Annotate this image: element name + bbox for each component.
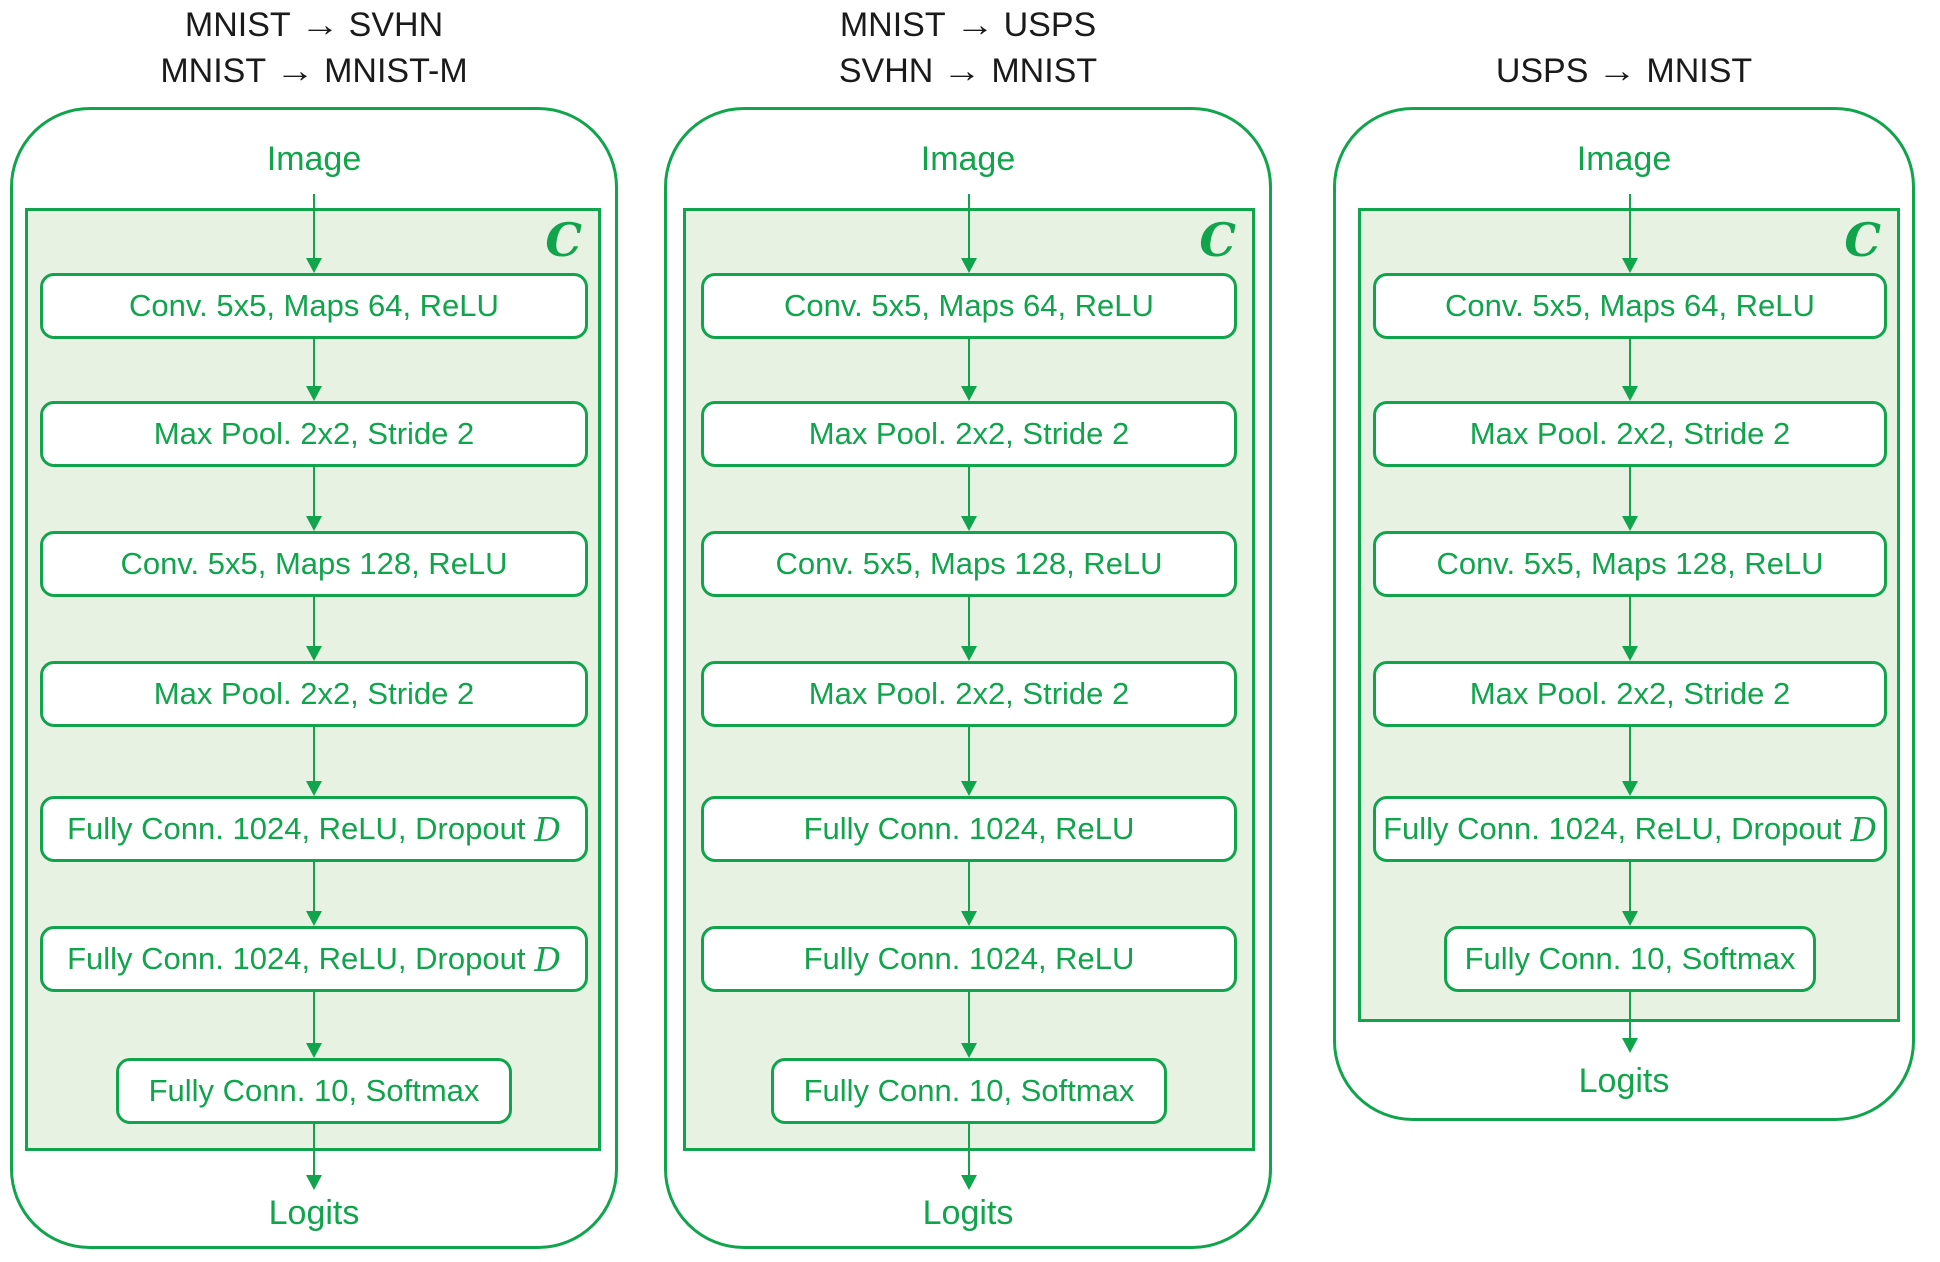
target-dataset-label: MNIST <box>991 52 1098 90</box>
right-arrow-icon: → <box>1597 52 1637 90</box>
flow-down-arrow <box>961 727 977 796</box>
flow-down-arrow <box>961 339 977 401</box>
layer-box-pool1: Max Pool. 2x2, Stride 2 <box>701 401 1237 467</box>
flow-down-arrow <box>306 597 322 661</box>
right-arrow-icon: → <box>275 52 315 90</box>
flow-down-arrow <box>306 727 322 796</box>
target-dataset-label: MNIST <box>1646 52 1753 90</box>
image-input-label: Image <box>1576 140 1672 178</box>
right-arrow-icon: → <box>955 6 995 44</box>
target-dataset-label: SVHN <box>348 6 444 44</box>
classifier-c-symbol: C <box>545 213 582 267</box>
math-symbol: D <box>534 809 561 849</box>
column-title: MNIST→SVHN MNIST→MNIST-M <box>10 2 618 94</box>
layer-box-softmax: Fully Conn. 10, Softmax <box>116 1058 512 1124</box>
task-title: MNIST→SVHN <box>10 2 618 48</box>
flow-down-arrow <box>961 467 977 531</box>
column-title: USPS→MNIST <box>1333 2 1915 94</box>
task-title: USPS→MNIST <box>1333 48 1915 94</box>
layer-box-pool2: Max Pool. 2x2, Stride 2 <box>1373 661 1887 727</box>
column-usps-mnist: USPS→MNIST Image C Conv. 5x5, Maps 64, R… <box>1333 0 1915 1262</box>
flow-down-arrow <box>961 194 977 273</box>
task-title: MNIST→USPS <box>664 2 1272 48</box>
layer-box-fc2: Fully Conn. 1024, ReLU <box>701 926 1237 992</box>
layer-box-pool2: Max Pool. 2x2, Stride 2 <box>701 661 1237 727</box>
flow-down-arrow <box>306 467 322 531</box>
flow-down-arrow <box>306 862 322 926</box>
layer-box-fc1: Fully Conn. 1024, ReLU <box>701 796 1237 862</box>
source-dataset-label: MNIST <box>160 52 267 90</box>
layer-box-pool2: Max Pool. 2x2, Stride 2 <box>40 661 588 727</box>
logits-output-label: Logits <box>1578 1062 1670 1100</box>
flow-down-arrow <box>306 339 322 401</box>
source-dataset-label: SVHN <box>838 52 934 90</box>
image-input-label: Image <box>266 140 362 178</box>
math-symbol: D <box>534 939 561 979</box>
classifier-c-symbol: C <box>1844 213 1881 267</box>
logits-output-label: Logits <box>268 1194 360 1232</box>
layer-box-conv2: Conv. 5x5, Maps 128, ReLU <box>40 531 588 597</box>
image-input-label: Image <box>920 140 1016 178</box>
layer-box-conv1: Conv. 5x5, Maps 64, ReLU <box>1373 273 1887 339</box>
layer-box-softmax: Fully Conn. 10, Softmax <box>1444 926 1816 992</box>
layer-box-conv2: Conv. 5x5, Maps 128, ReLU <box>701 531 1237 597</box>
right-arrow-icon: → <box>942 52 982 90</box>
layer-box-softmax: Fully Conn. 10, Softmax <box>771 1058 1167 1124</box>
network-capsule: Image C Conv. 5x5, Maps 64, ReLU Max Poo… <box>1333 107 1915 1121</box>
right-arrow-icon: → <box>300 6 340 44</box>
classifier-c-symbol: C <box>1199 213 1236 267</box>
flow-down-arrow <box>306 992 322 1058</box>
layer-box-pool1: Max Pool. 2x2, Stride 2 <box>40 401 588 467</box>
target-dataset-label: USPS <box>1003 6 1097 44</box>
layer-box-pool1: Max Pool. 2x2, Stride 2 <box>1373 401 1887 467</box>
flow-down-arrow <box>1622 194 1638 273</box>
column-title: MNIST→USPS SVHN→MNIST <box>664 2 1272 94</box>
flow-down-arrow <box>961 1124 977 1190</box>
flow-down-arrow <box>306 1124 322 1190</box>
flow-down-arrow <box>1622 597 1638 661</box>
source-dataset-label: MNIST <box>839 6 946 44</box>
network-capsule: Image C Conv. 5x5, Maps 64, ReLU Max Poo… <box>664 107 1272 1249</box>
column-mnist-usps: MNIST→USPS SVHN→MNIST Image C Conv. 5x5,… <box>664 0 1272 1262</box>
flow-down-arrow <box>961 992 977 1058</box>
flow-down-arrow <box>1622 727 1638 796</box>
math-symbol: D <box>1850 809 1877 849</box>
task-title: MNIST→MNIST-M <box>10 48 618 94</box>
column-mnist-svhn: MNIST→SVHN MNIST→MNIST-M Image C Conv. 5… <box>10 0 618 1262</box>
task-title: SVHN→MNIST <box>664 48 1272 94</box>
flow-down-arrow <box>1622 862 1638 926</box>
flow-down-arrow <box>1622 467 1638 531</box>
layer-box-conv1: Conv. 5x5, Maps 64, ReLU <box>701 273 1237 339</box>
layer-box-conv1: Conv. 5x5, Maps 64, ReLU <box>40 273 588 339</box>
target-dataset-label: MNIST-M <box>324 52 468 90</box>
flow-down-arrow <box>306 194 322 273</box>
logits-output-label: Logits <box>922 1194 1014 1232</box>
layer-box-conv2: Conv. 5x5, Maps 128, ReLU <box>1373 531 1887 597</box>
source-dataset-label: MNIST <box>184 6 291 44</box>
flow-down-arrow <box>1622 992 1638 1053</box>
network-capsule: Image C Conv. 5x5, Maps 64, ReLU Max Poo… <box>10 107 618 1249</box>
flow-down-arrow <box>961 597 977 661</box>
flow-down-arrow <box>1622 339 1638 401</box>
source-dataset-label: USPS <box>1495 52 1589 90</box>
flow-down-arrow <box>961 862 977 926</box>
